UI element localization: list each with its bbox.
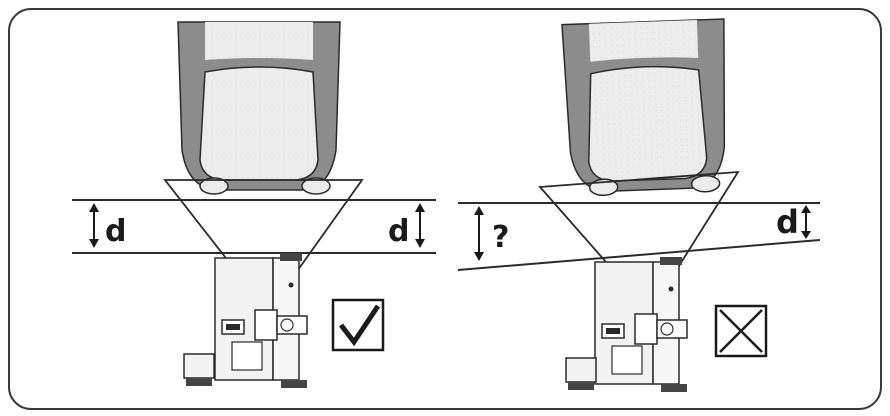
gauge-device-left [183,253,308,388]
tire-right [561,18,726,197]
lower-line-right [457,239,821,271]
label-left-right: ? [492,220,509,255]
dimension-left-left: d [89,203,126,249]
check-mark-icon [331,298,385,352]
label-right-right: d [776,203,799,241]
label-left-left: d [105,214,126,249]
dimension-right-right: d [776,203,811,241]
tire-left [177,21,341,195]
dimension-left-right: ? [474,206,509,261]
projection-triangle-left [163,179,364,314]
gauge-device-right [565,257,688,392]
dimension-right-left: d [388,203,425,249]
panel-correct: d d [72,21,436,388]
panel-incorrect: ? d [457,18,821,392]
projection-triangle-right [538,170,740,314]
cross-mark-icon [714,304,768,358]
label-right-left: d [388,214,409,249]
